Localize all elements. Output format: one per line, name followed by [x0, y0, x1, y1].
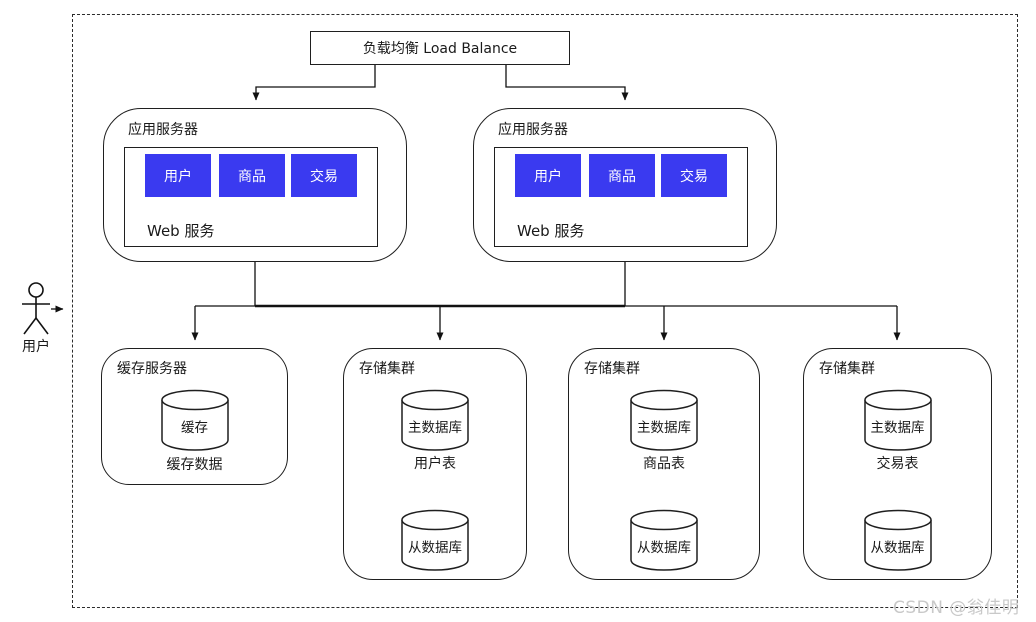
master-db-label: 主数据库 [408, 420, 462, 436]
table-caption: 商品表 [643, 456, 685, 472]
master-database-cylinder-icon: 主数据库 [401, 389, 469, 451]
table-caption: 用户表 [414, 456, 456, 472]
slave-database-cylinder-icon: 从数据库 [401, 509, 469, 571]
module-button-product: 商品 [589, 154, 655, 197]
web-service-label: Web 服务 [517, 222, 585, 240]
app-server-1-box: 应用服务器 用户 商品 交易 Web 服务 [103, 108, 407, 262]
storage-cluster-3-box: 存储集群 主数据库 交易表 从数据库 [803, 348, 992, 580]
module-button-user: 用户 [145, 154, 211, 197]
user-actor-label: 用户 [22, 339, 50, 355]
slave-db-label: 从数据库 [870, 540, 925, 556]
user-stick-figure-icon [22, 282, 50, 335]
slave-db-label: 从数据库 [637, 540, 691, 556]
storage-cluster-2-box: 存储集群 主数据库 商品表 从数据库 [568, 348, 760, 580]
watermark: CSDN @翁佳明 [893, 598, 1020, 618]
web-service-label: Web 服务 [147, 222, 215, 240]
storage-cluster-3-title: 存储集群 [819, 361, 875, 377]
slave-database-cylinder-icon: 从数据库 [863, 509, 932, 571]
slave-database-cylinder-icon: 从数据库 [630, 509, 698, 571]
app-server-2-web-service-box: 用户 商品 交易 Web 服务 [494, 147, 748, 247]
load-balancer-box: 负载均衡 Load Balance [310, 31, 570, 65]
cache-database-cylinder-icon: 缓存 [160, 389, 229, 451]
master-db-label: 主数据库 [870, 420, 925, 436]
cache-data-caption: 缓存数据 [166, 457, 223, 473]
app-server-1-title: 应用服务器 [128, 122, 198, 138]
master-db-label: 主数据库 [637, 420, 691, 436]
table-caption: 交易表 [876, 456, 919, 472]
storage-cluster-1-title: 存储集群 [359, 361, 415, 377]
load-balancer-label: 负载均衡 Load Balance [362, 41, 518, 57]
master-database-cylinder-icon: 主数据库 [863, 389, 932, 451]
module-button-product: 商品 [219, 154, 285, 197]
cache-server-title: 缓存服务器 [117, 361, 187, 377]
storage-cluster-1-box: 存储集群 主数据库 用户表 从数据库 [343, 348, 527, 580]
module-button-trade: 交易 [291, 154, 357, 197]
slave-db-label: 从数据库 [408, 540, 462, 556]
app-server-1-web-service-box: 用户 商品 交易 Web 服务 [124, 147, 378, 247]
master-database-cylinder-icon: 主数据库 [630, 389, 698, 451]
module-button-user: 用户 [515, 154, 581, 197]
cache-server-box: 缓存服务器 缓存 缓存数据 [101, 348, 288, 485]
module-button-trade: 交易 [661, 154, 727, 197]
app-server-2-box: 应用服务器 用户 商品 交易 Web 服务 [473, 108, 777, 262]
system-boundary [72, 14, 1018, 608]
app-server-2-title: 应用服务器 [498, 122, 568, 138]
cache-cylinder-label: 缓存 [181, 420, 208, 436]
storage-cluster-2-title: 存储集群 [584, 361, 640, 377]
